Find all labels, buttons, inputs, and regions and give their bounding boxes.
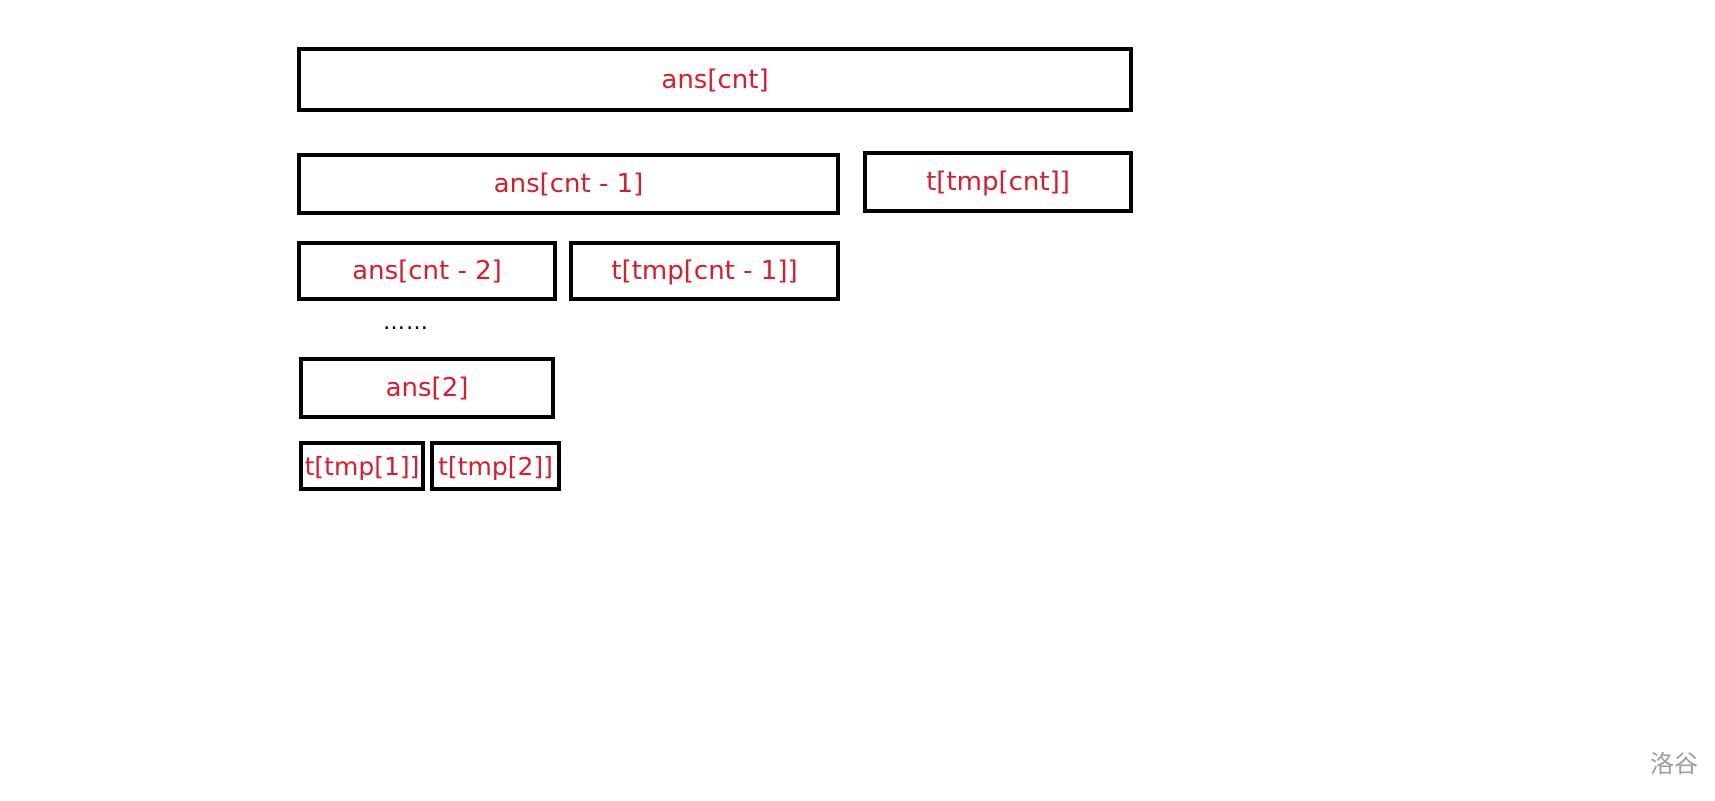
box-label-ans-cnt: ans[cnt]: [661, 64, 769, 95]
box-ans-2: ans[2]: [299, 357, 555, 419]
watermark: 洛谷: [1650, 750, 1698, 778]
box-ans-cnt-minus-2: ans[cnt - 2]: [297, 241, 557, 301]
box-label-ans-2: ans[2]: [385, 373, 469, 403]
ellipsis: ……: [383, 310, 429, 335]
box-label-ans-cnt-minus-1: ans[cnt - 1]: [493, 169, 644, 199]
box-label-t-tmp-cnt-minus-1: t[tmp[cnt - 1]]: [611, 256, 798, 286]
box-label-ans-cnt-minus-2: ans[cnt - 2]: [352, 256, 502, 286]
box-t-tmp-2: t[tmp[2]]: [430, 441, 561, 491]
box-label-t-tmp-1: t[tmp[1]]: [304, 451, 420, 481]
box-t-tmp-cnt: t[tmp[cnt]]: [863, 151, 1133, 213]
box-label-t-tmp-cnt: t[tmp[cnt]]: [926, 167, 1070, 197]
box-t-tmp-1: t[tmp[1]]: [299, 441, 425, 491]
box-label-t-tmp-2: t[tmp[2]]: [438, 451, 553, 481]
box-ans-cnt-minus-1: ans[cnt - 1]: [297, 153, 840, 215]
box-ans-cnt: ans[cnt]: [297, 47, 1133, 112]
box-t-tmp-cnt-minus-1: t[tmp[cnt - 1]]: [569, 241, 840, 301]
